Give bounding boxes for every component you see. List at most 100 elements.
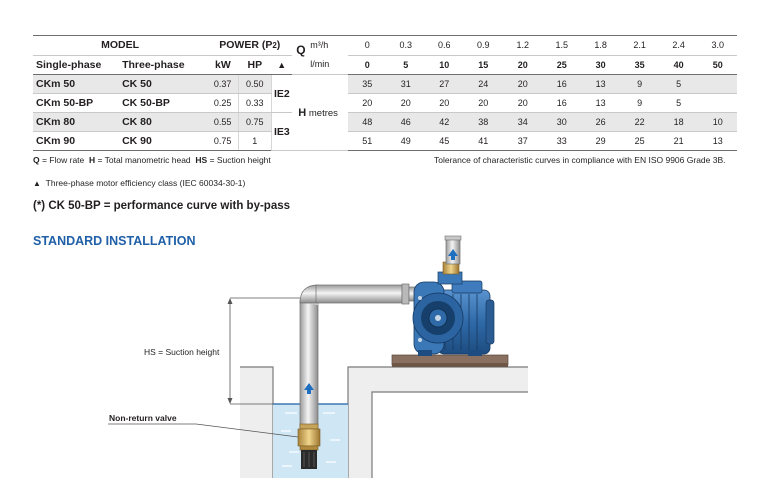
power-hp: 0.33 xyxy=(238,93,272,113)
efficiency-header: ▲ xyxy=(271,55,293,75)
head-value: 20 xyxy=(463,93,503,113)
head-value: 42 xyxy=(424,112,464,132)
h-unit: metres xyxy=(308,107,338,119)
three-phase-model: CK 90 xyxy=(119,131,208,151)
head-value: 20 xyxy=(348,93,387,113)
head-value: 34 xyxy=(502,112,543,132)
ie-class: IE3 xyxy=(271,112,293,151)
power-header: POWER (P2) xyxy=(207,35,293,56)
flow-m3h-5: 1.5 xyxy=(542,35,581,56)
flow-unit-cell: Q m³/h l/min xyxy=(292,35,348,75)
head-value: 5 xyxy=(658,74,699,94)
head-value: 37 xyxy=(502,131,543,151)
pump-base xyxy=(391,354,509,367)
flow-m3h-1: 0.3 xyxy=(386,35,425,56)
head-value xyxy=(698,93,737,113)
table-row: CKm 80 CK 80 0.55 0.75 IE3 48 46 42 38 3… xyxy=(33,112,737,151)
head-value: 31 xyxy=(386,74,425,94)
flow-m3h-3: 0.9 xyxy=(463,35,503,56)
legend-q-text: = Flow rate xyxy=(39,155,89,165)
head-value: 26 xyxy=(580,112,621,132)
flow-lmin-2: 10 xyxy=(424,55,464,75)
section-title: STANDARD INSTALLATION xyxy=(33,234,196,248)
single-phase-model: CKm 90 xyxy=(33,131,120,151)
flow-lmin-6: 30 xyxy=(580,55,621,75)
head-value: 13 xyxy=(580,74,621,94)
suction-height-label: HS = Suction height xyxy=(144,347,220,357)
table-row: CKm 50 CK 50 0.37 0.50 IE2 H metres 35 3… xyxy=(33,74,737,151)
three-phase-model: CK 50-BP xyxy=(119,93,208,113)
suction-height-dimension: HS = Suction height xyxy=(144,297,300,405)
flow-lmin-9: 50 xyxy=(698,55,737,75)
flow-lmin-7: 35 xyxy=(620,55,659,75)
flow-lmin-3: 15 xyxy=(463,55,503,75)
legend-hs: HS xyxy=(195,155,208,165)
pump xyxy=(412,235,495,356)
head-value: 24 xyxy=(463,74,503,94)
head-value: 20 xyxy=(386,93,425,113)
three-phase-model: CK 50 xyxy=(119,74,208,94)
head-value: 10 xyxy=(698,112,737,132)
flow-lmin-5: 25 xyxy=(542,55,581,75)
head-value: 33 xyxy=(542,131,581,151)
symbol-legend: Q = Flow rate H = Total manometric head … xyxy=(33,155,271,165)
power-hp: 1 xyxy=(238,131,272,151)
hp-header: HP xyxy=(238,55,272,75)
suction-pipe xyxy=(299,283,420,431)
kw-header: kW xyxy=(207,55,239,75)
flow-m3h-9: 3.0 xyxy=(698,35,737,56)
head-unit-cell: H metres xyxy=(292,74,348,151)
valve-leader: Non-return valve xyxy=(108,413,299,438)
flow-m3h-8: 2.4 xyxy=(658,35,699,56)
power-hp: 0.75 xyxy=(238,112,272,132)
legend-h-text: = Total manometric head xyxy=(95,155,196,165)
head-value: 30 xyxy=(542,112,581,132)
bypass-note: (*) CK 50-BP = performance curve with by… xyxy=(33,200,291,212)
head-value: 13 xyxy=(698,131,737,151)
efficiency-text: Three-phase motor efficiency class (IEC … xyxy=(45,178,246,188)
single-phase-header: Single-phase xyxy=(33,55,120,75)
head-value: 5 xyxy=(658,93,699,113)
single-phase-model: CKm 50-BP xyxy=(33,93,120,113)
power-kw: 0.25 xyxy=(207,93,240,113)
legend-h: H xyxy=(89,155,96,165)
head-value: 20 xyxy=(424,93,464,113)
power-kw: 0.37 xyxy=(207,74,240,94)
head-value: 29 xyxy=(580,131,621,151)
valve-label: Non-return valve xyxy=(109,413,177,423)
flow-unit-m3h: m³/h xyxy=(310,40,329,50)
head-value: 22 xyxy=(620,112,659,132)
single-phase-model: CKm 80 xyxy=(33,112,120,132)
head-value: 25 xyxy=(620,131,659,151)
flow-lmin-0: 0 xyxy=(348,55,387,75)
head-value: 16 xyxy=(542,93,581,113)
single-phase-model: CKm 50 xyxy=(33,74,120,94)
q-symbol: Q xyxy=(296,43,306,57)
head-value: 46 xyxy=(386,112,425,132)
flow-lmin-8: 40 xyxy=(658,55,699,75)
efficiency-triangle-icon: ▲ xyxy=(33,179,41,188)
head-value: 35 xyxy=(348,74,387,94)
flow-unit-lmin: l/min xyxy=(310,59,330,69)
head-value: 49 xyxy=(386,131,425,151)
head-value xyxy=(698,74,737,94)
three-phase-model: CK 80 xyxy=(119,112,208,132)
flow-m3h-6: 1.8 xyxy=(580,35,621,56)
power-kw: 0.55 xyxy=(207,112,240,132)
legend-hs-text: = Suction height xyxy=(207,155,271,165)
head-value: 51 xyxy=(348,131,387,151)
flow-lmin-4: 20 xyxy=(502,55,543,75)
efficiency-note: ▲ Three-phase motor efficiency class (IE… xyxy=(33,178,245,188)
head-value: 16 xyxy=(542,74,581,94)
ground-structure xyxy=(240,366,528,478)
table-row: CKm 90 CK 90 0.75 1 51 49 45 41 37 33 29… xyxy=(33,131,737,151)
head-value: 41 xyxy=(463,131,503,151)
head-value: 27 xyxy=(424,74,464,94)
power-kw: 0.75 xyxy=(207,131,240,151)
flow-m3h-4: 1.2 xyxy=(502,35,543,56)
head-value: 9 xyxy=(620,74,659,94)
head-value: 20 xyxy=(502,74,543,94)
head-value: 20 xyxy=(502,93,543,113)
model-header: MODEL xyxy=(33,35,208,56)
